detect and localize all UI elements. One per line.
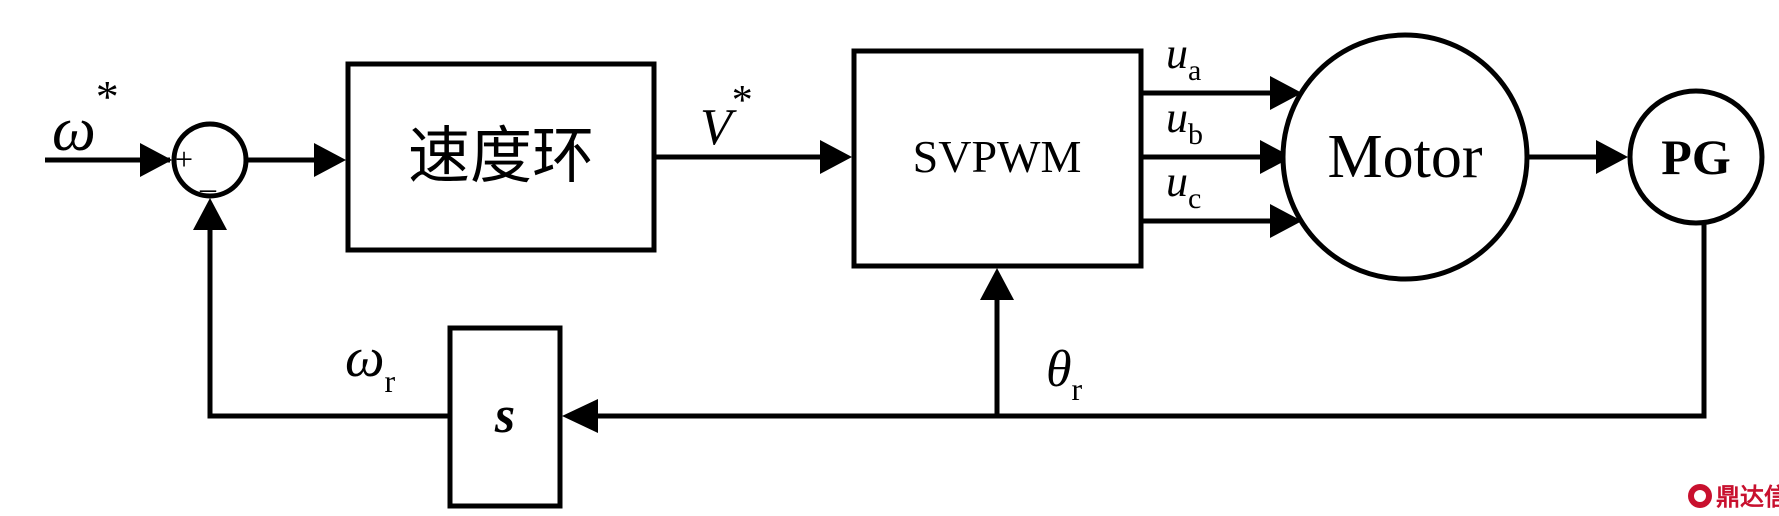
speed-feedback-line [207, 215, 450, 419]
speed-loop-block [345, 61, 657, 253]
speed-feedback-label: ωr [345, 327, 396, 399]
phase-c-label: uc [1166, 157, 1201, 215]
motor-label: Motor [1328, 123, 1483, 191]
phase-b-label: ub [1166, 93, 1203, 151]
angle-to-derivative-arrowhead [562, 399, 598, 433]
watermark-text: 鼎达信 [1716, 483, 1779, 511]
angle-to-svpwm-arrowhead [980, 268, 1014, 300]
angle-feedback-line [996, 223, 1707, 419]
phase-a-label: ua [1166, 29, 1201, 87]
input-label: ω* [52, 71, 119, 164]
reference-arrowhead [820, 140, 852, 174]
input-arrowhead [140, 143, 172, 177]
error-arrowhead [314, 143, 346, 177]
motor-to-encoder-arrowhead [1596, 140, 1628, 174]
speed-loop-label: 速度环 [408, 119, 594, 192]
derivative-block [447, 325, 563, 509]
derivative-label: s [494, 387, 515, 444]
speed-feedback-arrowhead [193, 198, 227, 230]
reference-label: V* [700, 78, 753, 156]
svpwm-label: SVPWM [913, 131, 1082, 182]
phase-b-arrowhead [1260, 140, 1292, 174]
watermark-logo: 鼎达信 [1688, 483, 1779, 511]
sum-minus-sign: _ [199, 159, 217, 195]
phase-a-arrowhead [1270, 76, 1302, 110]
encoder-label: PG [1661, 129, 1730, 185]
angle-feedback-label: θr [1046, 341, 1083, 407]
sum-plus-sign: + [175, 141, 193, 177]
phase-c-arrowhead [1270, 204, 1302, 238]
encoder-circle [1627, 88, 1765, 226]
